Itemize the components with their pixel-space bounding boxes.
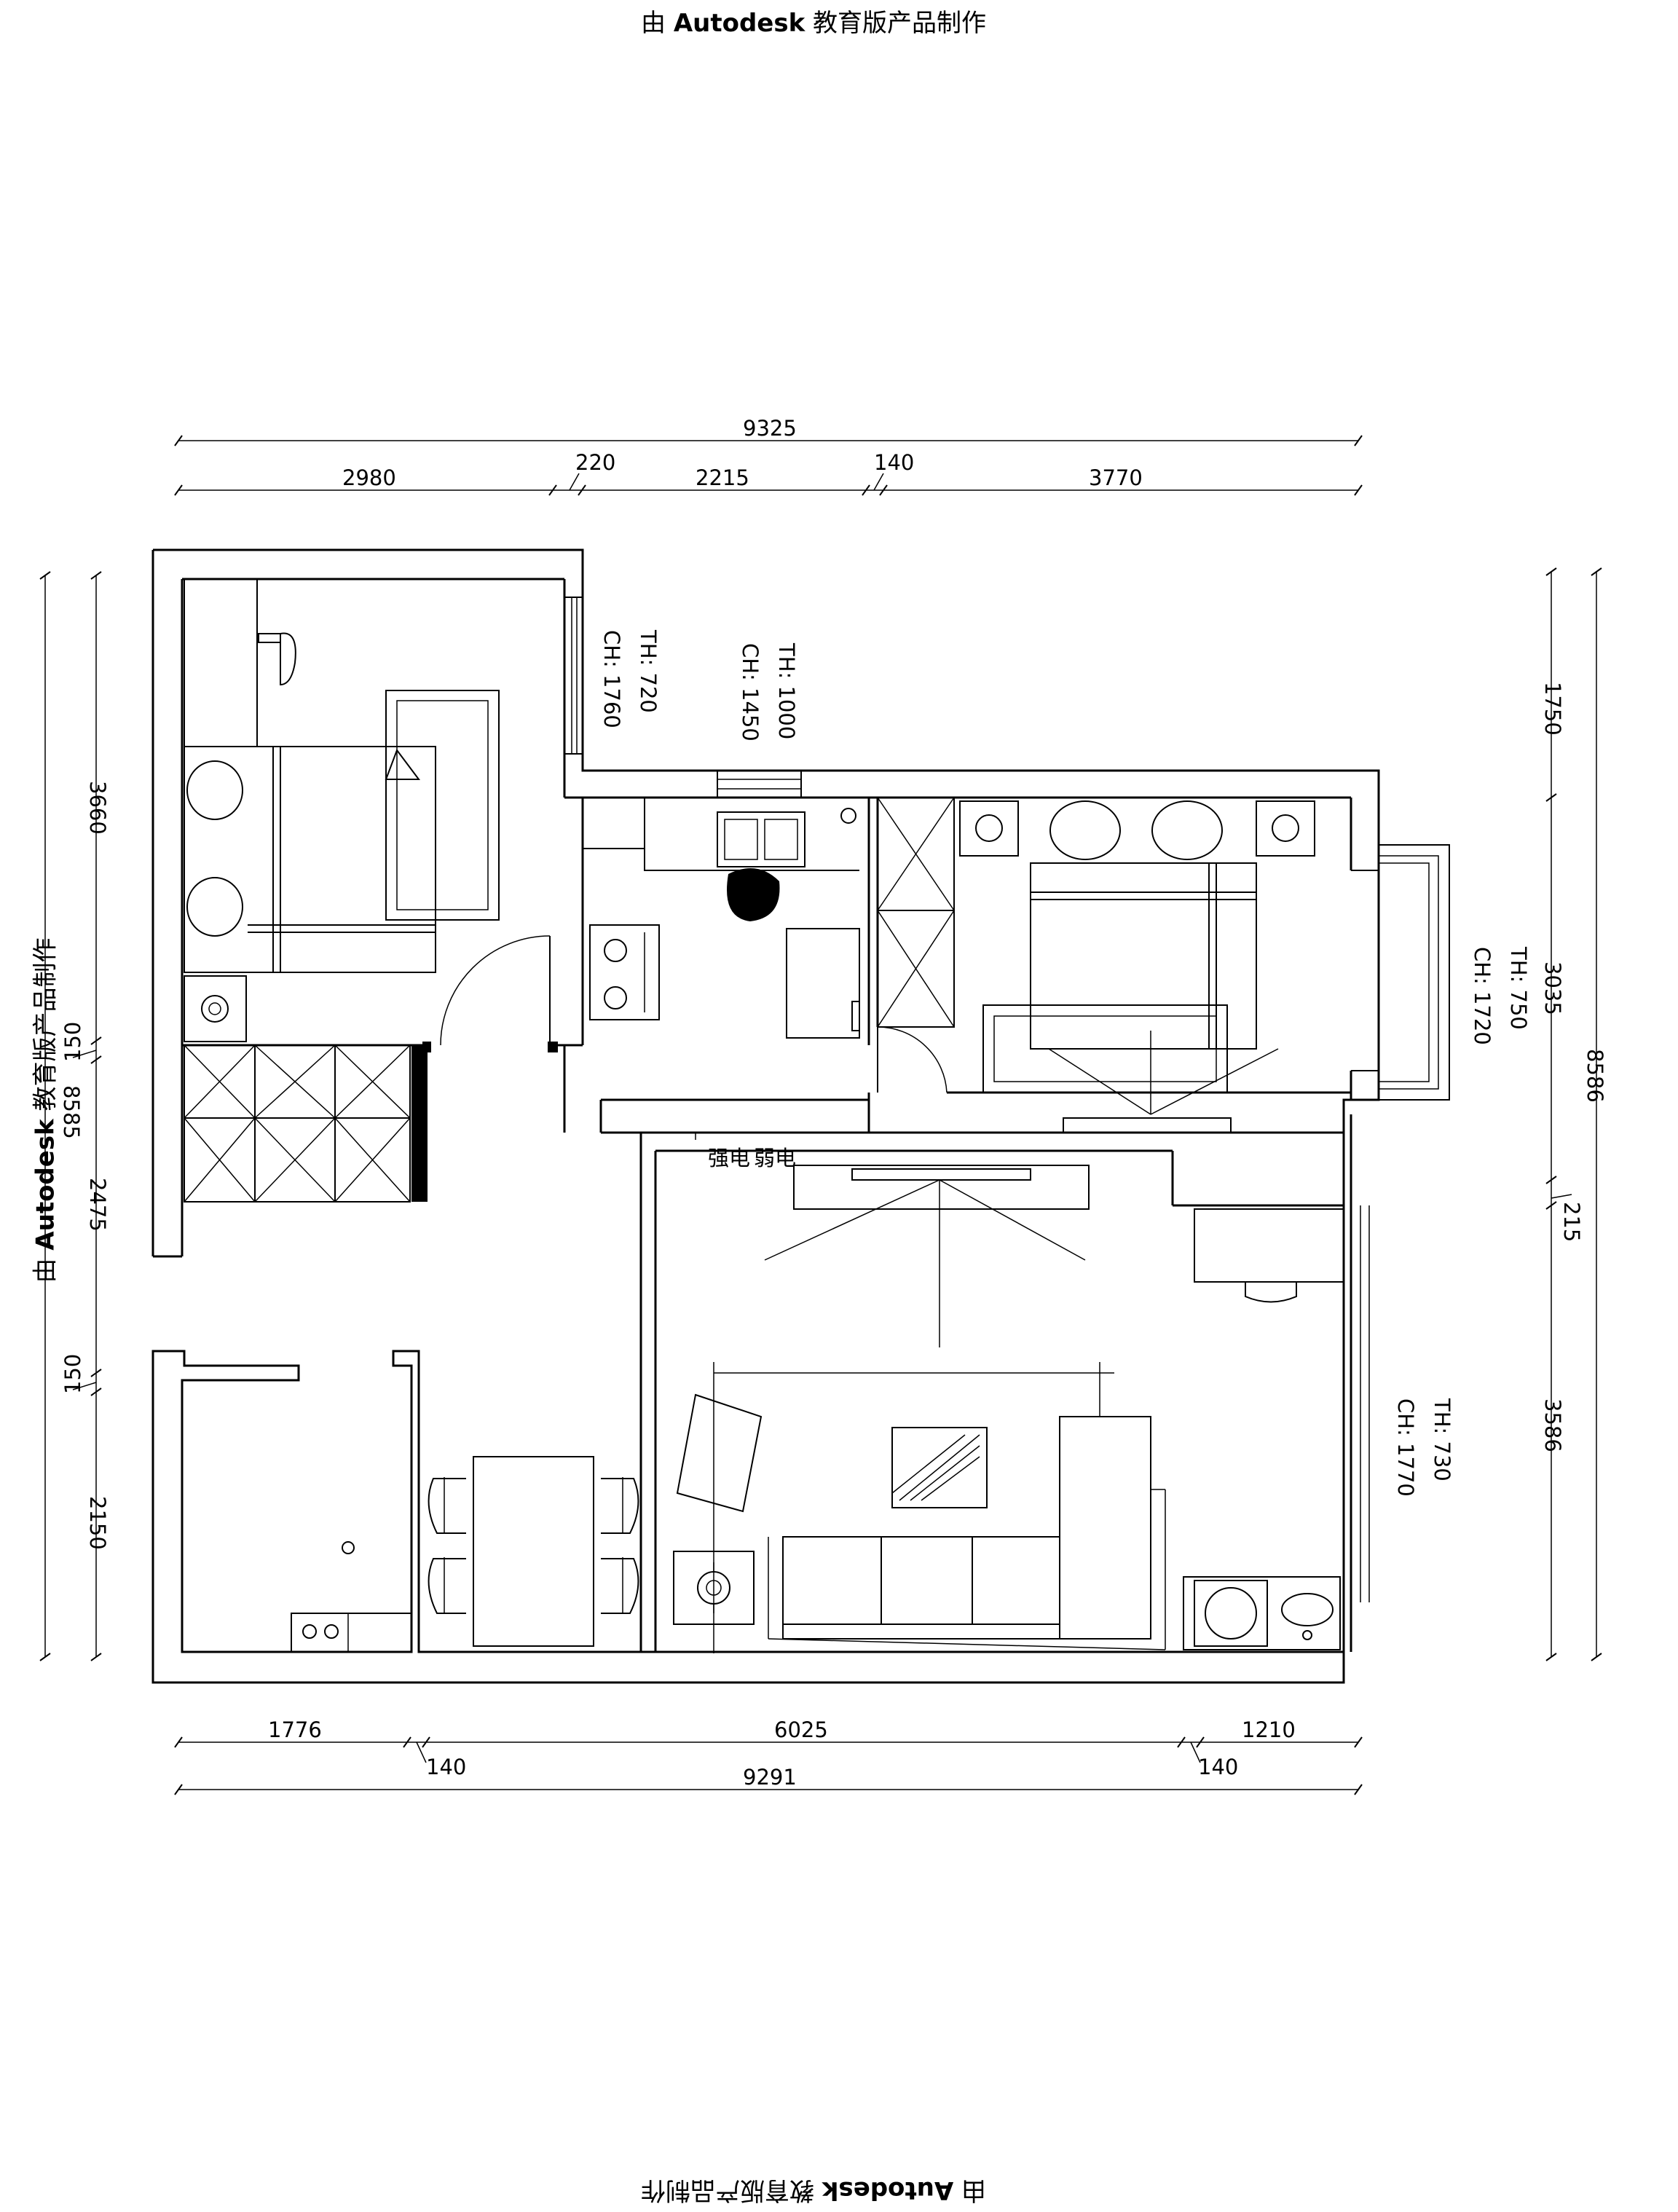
dim-top-4: 140 [874, 450, 914, 475]
armchair [676, 1393, 763, 1513]
dim-right-4: 3586 [1540, 1398, 1565, 1452]
laundry-counter [1183, 1576, 1341, 1650]
dim-bottom-1: 1776 [268, 1717, 322, 1742]
pillow [186, 760, 243, 820]
nightstand [1256, 800, 1315, 857]
kitchen: TH: 1000 CH: 1450 [583, 642, 860, 1039]
rug [982, 1004, 1228, 1093]
dim-left-2: 150 [60, 1022, 85, 1062]
living-th: TH: 730 [1430, 1398, 1454, 1481]
dim-left-1: 3660 [85, 781, 110, 835]
bottom-dimensions: 1776 6025 1210 140 140 9291 [174, 1717, 1363, 1795]
dim-top-overall: 9325 [743, 416, 797, 441]
chair [601, 1478, 639, 1534]
tv-cabinet [793, 1165, 1090, 1210]
bedroom-left-th: TH: 720 [636, 629, 661, 713]
nightstand [184, 975, 247, 1042]
coffee-table [891, 1427, 988, 1508]
side-table [673, 1551, 755, 1625]
dim-top-5: 3770 [1089, 465, 1143, 490]
pillow [1151, 800, 1223, 860]
bed [184, 746, 436, 973]
chair [428, 1558, 466, 1614]
dim-right-3: 215 [1559, 1202, 1584, 1242]
pillow [186, 877, 243, 937]
fridge [786, 928, 860, 1039]
dim-bottom-small-2: 140 [1198, 1755, 1238, 1779]
left-dimensions: 8585 3660 150 2475 150 2150 [39, 571, 110, 1661]
bed [1030, 862, 1257, 1050]
bedroom-left: TH: 720 CH: 1760 [184, 578, 661, 1203]
top-dimensions: 9325 2980 220 2215 140 3770 [174, 416, 1363, 496]
bedroom-left-ch: CH: 1760 [599, 630, 624, 728]
pillow [1049, 800, 1121, 860]
counter [291, 1613, 412, 1653]
right-dimensions: 8586 1750 3035 215 3586 [1540, 567, 1607, 1661]
nightstand [959, 800, 1019, 857]
watermark-top: 由 Autodesk 教育版产品制作 [641, 3, 986, 39]
watermark-brand: Autodesk [673, 9, 805, 38]
living-ch: CH: 1770 [1393, 1398, 1418, 1497]
basin [1281, 1593, 1334, 1626]
dim-top-2: 220 [575, 450, 615, 475]
kitchen-th: TH: 1000 [774, 642, 799, 739]
dim-left-3: 2475 [85, 1178, 110, 1232]
chair [1245, 1282, 1297, 1303]
person-figure [727, 868, 780, 921]
dim-bottom-3: 1210 [1242, 1717, 1296, 1742]
watermark-suffix: 教育版产品制作 [813, 9, 987, 38]
bathroom [291, 1541, 412, 1653]
bedroom-right: TH: 750 CH: 1720 [877, 797, 1531, 1133]
electrical-labels: 强电 弱电 [695, 1133, 796, 1170]
living-room: TH: 730 CH: 1770 [673, 1165, 1454, 1653]
sink [717, 811, 805, 867]
dim-right-overall: 8586 [1583, 1049, 1607, 1103]
wardrobe [877, 797, 955, 1028]
dining-area [428, 1456, 639, 1647]
dim-bottom-small-1: 140 [426, 1755, 466, 1779]
chair [280, 632, 296, 686]
chair [601, 1558, 639, 1614]
tv [1063, 1117, 1232, 1133]
bedroom-right-th: TH: 750 [1506, 946, 1531, 1030]
tv [851, 1168, 1031, 1181]
electrical-strong-label: 强电 [708, 1146, 750, 1170]
dim-right-1: 1750 [1540, 682, 1565, 736]
cooktop [589, 924, 660, 1020]
sofa-chaise [1059, 1416, 1151, 1640]
watermark-prefix: 由 [641, 9, 666, 38]
desk [184, 578, 258, 747]
dim-left-4: 150 [60, 1354, 85, 1394]
electrical-weak-label: 弱电 [754, 1146, 796, 1170]
walls [151, 548, 1450, 1684]
dim-top-1: 2980 [342, 465, 396, 490]
dim-right-2: 3035 [1540, 961, 1565, 1015]
desk [1194, 1208, 1344, 1283]
rug [385, 690, 500, 921]
dim-left-overall: 8585 [59, 1085, 84, 1139]
washing-machine [1194, 1580, 1268, 1647]
bedroom-right-ch: CH: 1720 [1470, 947, 1494, 1045]
dim-top-3: 2215 [696, 465, 749, 490]
chair [428, 1478, 466, 1534]
kitchen-ch: CH: 1450 [738, 643, 763, 741]
dim-left-5: 2150 [85, 1496, 110, 1550]
dim-bottom-2: 6025 [774, 1717, 828, 1742]
dim-bottom-overall: 9291 [743, 1765, 797, 1790]
wardrobe [184, 1044, 411, 1203]
dining-table [473, 1456, 594, 1647]
